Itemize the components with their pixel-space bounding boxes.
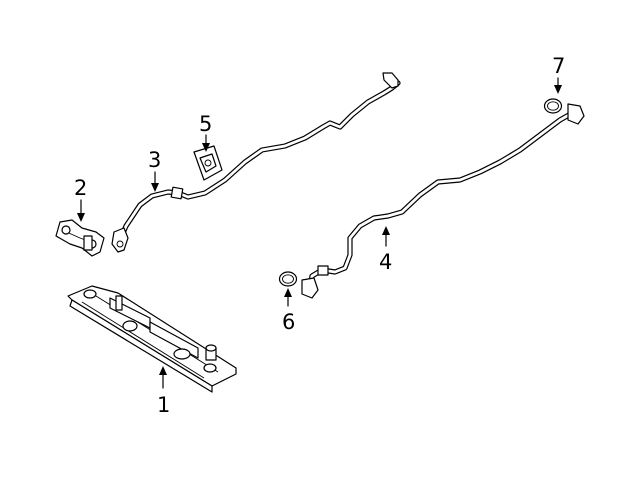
oil-cooler: [67, 285, 237, 393]
line-clip: [170, 186, 184, 200]
line-end-fitting: [382, 72, 399, 89]
line-end-fitting-lower: [111, 227, 129, 253]
retaining-clip: [193, 145, 223, 181]
callout-7: 7: [552, 54, 565, 78]
callout-4: 4: [379, 250, 392, 274]
cooler-line-lower: [301, 103, 585, 299]
line-end-fitting-lower-right: [301, 277, 319, 299]
line-clip-lower: [317, 265, 329, 276]
cooler-line-upper: [111, 72, 401, 253]
line-end-fitting-upper: [567, 103, 585, 125]
o-ring-lower: [278, 271, 298, 287]
leader-lines: [77, 77, 562, 389]
callout-6: 6: [282, 310, 295, 334]
o-ring-upper: [543, 98, 563, 114]
callout-3: 3: [148, 148, 161, 172]
bracket: [55, 219, 105, 257]
callout-5: 5: [199, 112, 212, 136]
callout-1: 1: [157, 393, 170, 417]
callout-2: 2: [74, 176, 87, 200]
